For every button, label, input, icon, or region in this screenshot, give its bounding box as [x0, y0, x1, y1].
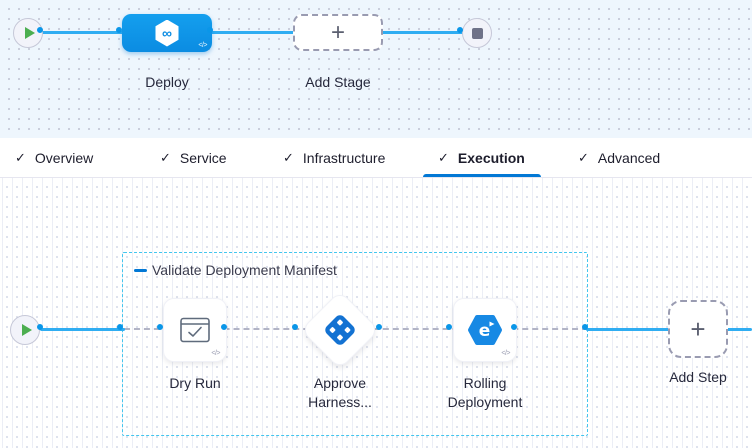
- connector-port[interactable]: [457, 27, 463, 33]
- check-icon: ✓: [283, 149, 294, 165]
- stage-label-deploy[interactable]: Deploy: [145, 74, 189, 90]
- step-group-title: Validate Deployment Manifest: [152, 262, 337, 278]
- code-view-icon[interactable]: </>: [501, 350, 510, 357]
- add-step-label[interactable]: Add Step: [669, 369, 727, 385]
- stage-canvas[interactable]: ∞ </> + Deploy Add Stage: [0, 0, 752, 138]
- step-label-rolling-deployment[interactable]: Rolling Deployment: [447, 375, 523, 410]
- connector-port[interactable]: [511, 324, 517, 330]
- stage-config-tabs: ✓ Overview ✓ Service ✓ Infrastructure ✓ …: [0, 138, 752, 178]
- connector-port[interactable]: [37, 324, 43, 330]
- collapse-group-icon[interactable]: [134, 268, 147, 272]
- play-icon: [21, 324, 32, 336]
- tab-infrastructure[interactable]: ✓ Infrastructure: [283, 149, 386, 166]
- check-icon: ✓: [438, 149, 449, 165]
- step-group-header: Validate Deployment Manifest: [134, 262, 337, 278]
- connector-port[interactable]: [157, 324, 163, 330]
- tab-service[interactable]: ✓ Service: [160, 149, 227, 166]
- execution-canvas[interactable]: Validate Deployment Manifest </>: [0, 178, 752, 448]
- connector-port[interactable]: [292, 324, 298, 330]
- execution-edge-line: [40, 328, 125, 331]
- connector-port[interactable]: [221, 324, 227, 330]
- step-node-rolling-deployment[interactable]: e </>: [453, 298, 517, 362]
- plus-icon: +: [330, 18, 345, 46]
- add-step-button[interactable]: +: [668, 300, 728, 358]
- connector-port[interactable]: [116, 27, 122, 33]
- check-icon: ✓: [578, 149, 589, 165]
- stage-edge-line: [26, 31, 477, 34]
- connector-port[interactable]: [207, 27, 213, 33]
- svg-text:e: e: [479, 321, 491, 341]
- connector-port[interactable]: [582, 324, 588, 330]
- plus-icon: +: [690, 314, 706, 344]
- check-icon: ✓: [160, 149, 171, 165]
- tab-execution[interactable]: ✓ Execution: [438, 149, 525, 166]
- harness-cd-stage-icon: ∞: [155, 19, 179, 47]
- rolling-deployment-icon: e: [468, 315, 502, 345]
- connector-port[interactable]: [376, 324, 382, 330]
- code-view-icon[interactable]: </>: [198, 42, 207, 49]
- connector-port[interactable]: [37, 27, 43, 33]
- connector-port[interactable]: [117, 324, 123, 330]
- stage-node-deploy[interactable]: ∞ </>: [122, 14, 212, 52]
- add-stage-label[interactable]: Add Stage: [305, 74, 371, 90]
- dry-run-icon: [180, 317, 210, 343]
- step-group-container[interactable]: [122, 252, 588, 436]
- code-view-icon[interactable]: </>: [211, 350, 220, 357]
- check-icon: ✓: [15, 149, 26, 165]
- execution-start-node[interactable]: [10, 315, 40, 345]
- stop-icon: [471, 27, 483, 39]
- play-icon: [24, 27, 35, 39]
- step-node-dry-run[interactable]: </>: [163, 298, 227, 362]
- harness-approval-icon: [322, 312, 358, 348]
- step-label-approval[interactable]: Approve Harness...: [308, 375, 372, 410]
- step-label-dry-run[interactable]: Dry Run: [169, 375, 221, 391]
- pipeline-end-node[interactable]: [462, 18, 492, 48]
- add-stage-button[interactable]: +: [293, 14, 383, 51]
- tab-advanced[interactable]: ✓ Advanced: [578, 149, 661, 166]
- connector-port[interactable]: [446, 324, 452, 330]
- tab-overview[interactable]: ✓ Overview: [15, 149, 94, 166]
- pipeline-start-node[interactable]: [13, 18, 43, 48]
- active-tab-indicator: [423, 174, 541, 177]
